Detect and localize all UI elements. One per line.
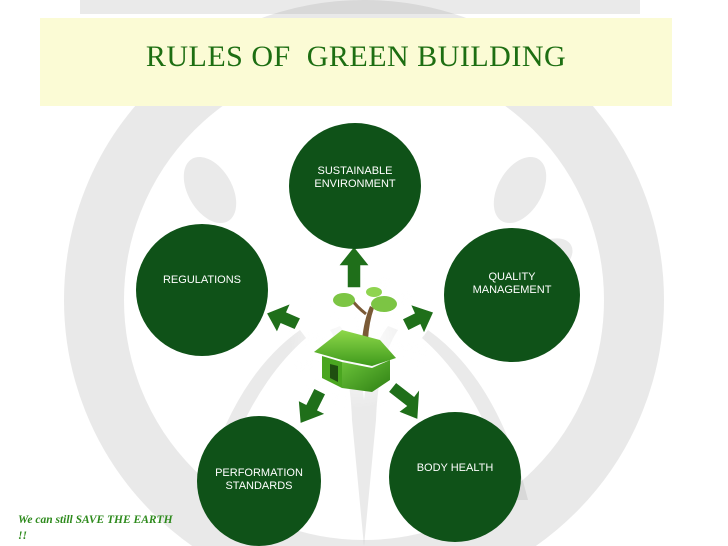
house-icon [314,330,396,392]
arrow-right-down-icon [386,380,421,422]
title-band [40,18,672,106]
node-label: REGULATIONS [162,273,242,286]
node-regulations: REGULATIONS [136,224,268,356]
node-performation-standards: PERFORMATION STANDARDS [197,416,321,546]
node-body-health: BODY HEALTH [389,412,521,542]
footer-slogan: We can still SAVE THE EARTH !! [18,514,173,542]
slide-title: RULES OF GREEN BUILDING [145,40,567,73]
arrow-right-up-icon [400,302,436,336]
arrow-up-icon [336,244,372,289]
node-sustainable-environment: SUSTAINABLE ENVIRONMENT [289,123,421,249]
arrow-left-down-icon [297,386,328,426]
arrow-left-up-icon [264,301,303,335]
node-label: QUALITY MANAGEMENT [472,271,552,296]
node-quality-management: QUALITY MANAGEMENT [444,228,580,362]
node-label: SUSTAINABLE ENVIRONMENT [314,165,396,190]
node-label: BODY HEALTH [416,461,494,474]
node-label: PERFORMATION STANDARDS [215,466,303,492]
tree-icon [333,287,397,340]
